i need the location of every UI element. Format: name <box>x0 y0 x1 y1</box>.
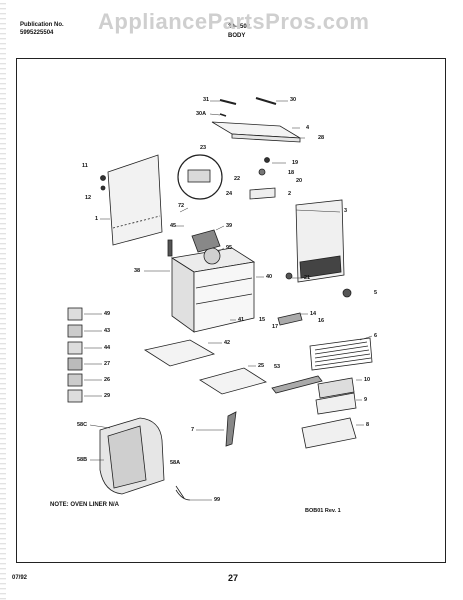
callout-20: 20 <box>296 178 303 184</box>
side-panel <box>100 154 163 246</box>
left-parts-column <box>67 307 83 403</box>
drawer-bottom <box>199 367 267 395</box>
model-prefix: 30-4502 <box>228 24 251 30</box>
callout-99: 99 <box>214 497 221 503</box>
diagram-frame <box>16 58 446 563</box>
side-door-panel <box>295 199 345 283</box>
callout-15: 15 <box>259 317 266 323</box>
callout-58a: 58A <box>170 460 181 466</box>
callout-5: 5 <box>374 290 378 296</box>
top-rod-parts <box>219 97 277 117</box>
scan-edge-artifact <box>0 0 6 600</box>
broil-pans <box>301 377 357 449</box>
callout-10: 10 <box>364 377 371 383</box>
callout-11: 11 <box>82 163 88 169</box>
door-bracket <box>277 312 303 326</box>
oven-rack <box>309 337 373 371</box>
callout-17: 17 <box>272 324 279 330</box>
cooktop-top <box>211 121 301 143</box>
callout-6: 6 <box>374 333 378 339</box>
callout-39: 39 <box>226 223 233 229</box>
callout-24: 24 <box>226 191 233 197</box>
leader-lines <box>84 100 373 501</box>
callout-30: 30 <box>290 97 297 103</box>
callout-28: 28 <box>318 135 325 141</box>
oven-liner-note: NOTE: OVEN LINER N/A <box>50 502 120 508</box>
bottom-panel <box>143 339 216 367</box>
callout-58b: 58B <box>77 457 88 463</box>
section-title: BODY <box>228 33 246 39</box>
callout-7: 7 <box>191 427 195 433</box>
callout-27: 27 <box>104 361 111 367</box>
callout-26: 26 <box>104 377 111 383</box>
callout-38: 38 <box>134 268 141 274</box>
callout-49: 49 <box>104 311 111 317</box>
callout-3: 3 <box>344 208 348 214</box>
publication-number: 5995225504 <box>20 30 54 36</box>
callout-43: 43 <box>104 328 111 334</box>
callout-25: 25 <box>258 363 265 369</box>
callout-30a: 30A <box>196 111 207 117</box>
part-7-bracket <box>225 411 237 447</box>
callout-9: 9 <box>364 397 368 403</box>
knob-parts <box>285 272 352 298</box>
callout-23: 23 <box>200 145 207 151</box>
callout-72: 72 <box>178 203 185 209</box>
publication-label: Publication No. <box>20 22 64 28</box>
oven-liner-closeup <box>99 417 191 501</box>
callout-29: 29 <box>104 393 111 399</box>
valve-small-parts <box>249 157 276 200</box>
callout-8: 8 <box>366 422 370 428</box>
callout-58c: 58C <box>77 422 88 428</box>
burner-detail-circle <box>177 154 223 200</box>
drawer-rail <box>271 375 323 394</box>
callout-42: 42 <box>224 340 231 346</box>
oven-body <box>167 229 256 333</box>
callout-22: 22 <box>234 176 241 182</box>
drawing-code: BOB01 Rev. 1 <box>305 508 341 514</box>
callout-40: 40 <box>266 274 273 280</box>
callout-16: 16 <box>318 318 325 324</box>
footer-date: 07/92 <box>12 575 28 581</box>
watermark-text: AppliancePartsPros.com <box>98 9 370 34</box>
callout-2: 2 <box>288 191 292 197</box>
callout-18: 18 <box>288 170 295 176</box>
callout-21: 21 <box>304 275 311 281</box>
callout-14: 14 <box>310 311 317 317</box>
callout-45: 45 <box>170 223 177 229</box>
callout-41: 41 <box>238 317 245 323</box>
callout-4: 4 <box>306 125 310 131</box>
callout-44: 44 <box>104 345 111 351</box>
callout-12: 12 <box>85 195 92 201</box>
callout-19: 19 <box>292 160 299 166</box>
callout-95: 95 <box>226 245 233 251</box>
page-number: 27 <box>228 573 239 583</box>
callout-1: 1 <box>95 216 99 222</box>
callout-53: 53 <box>274 364 281 370</box>
callout-31: 31 <box>203 97 210 103</box>
